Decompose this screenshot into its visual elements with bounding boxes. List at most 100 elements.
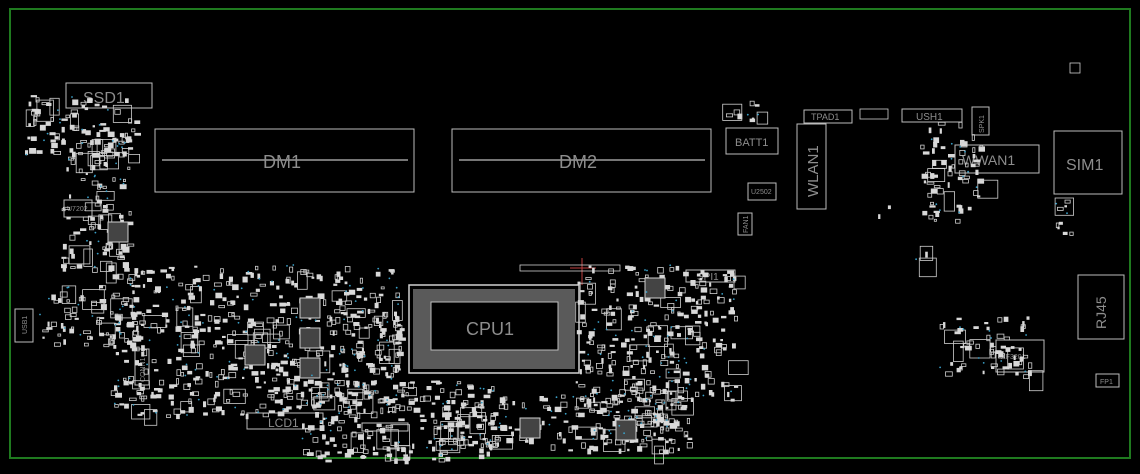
component	[341, 367, 349, 373]
rj45-connector[interactable]: RJ45	[1077, 274, 1125, 340]
component	[100, 123, 107, 126]
dimm-slot-2[interactable]: DM2	[451, 128, 712, 193]
component	[187, 305, 191, 311]
component	[732, 343, 736, 349]
component	[53, 150, 61, 155]
component	[333, 444, 337, 447]
touchpad-connector[interactable]: TPAD1	[803, 109, 853, 124]
component	[610, 287, 615, 293]
component	[320, 346, 325, 350]
component	[660, 426, 665, 431]
component	[69, 124, 75, 130]
component	[61, 285, 77, 304]
component	[339, 396, 343, 402]
component	[665, 406, 669, 409]
component	[645, 409, 650, 416]
component	[646, 328, 650, 332]
component	[933, 142, 938, 148]
component	[184, 325, 190, 328]
component	[91, 165, 96, 171]
component	[930, 201, 934, 206]
via	[124, 141, 126, 144]
via	[119, 178, 122, 181]
via	[498, 426, 500, 429]
component	[69, 148, 74, 153]
usb-connector[interactable]: USB1	[14, 308, 34, 343]
component	[367, 431, 374, 436]
component	[273, 387, 280, 392]
wlan-module[interactable]: WLAN1	[796, 123, 827, 210]
component	[111, 139, 118, 142]
component	[347, 449, 354, 455]
rj45-label: RJ45	[1093, 296, 1109, 329]
ush-connector[interactable]: USH1	[901, 108, 963, 123]
fan-connector[interactable]: FAN1	[737, 212, 753, 236]
cpu-package[interactable]: CPU1	[408, 284, 580, 374]
component	[648, 357, 652, 363]
fingerprint-connector[interactable]: FP1	[1095, 373, 1120, 388]
component	[108, 245, 112, 250]
component	[668, 438, 673, 442]
via	[685, 361, 688, 364]
component	[675, 325, 680, 329]
component	[151, 359, 157, 364]
component	[665, 427, 670, 432]
via	[247, 270, 250, 273]
component	[437, 381, 442, 385]
component	[53, 299, 59, 304]
via	[584, 395, 587, 397]
component	[282, 408, 289, 413]
component	[700, 295, 706, 300]
component	[1054, 197, 1074, 216]
component	[63, 339, 66, 345]
component	[669, 348, 672, 354]
component	[708, 390, 713, 396]
component	[66, 299, 70, 303]
component	[601, 401, 608, 404]
component	[207, 398, 215, 406]
component	[730, 398, 735, 402]
component	[131, 128, 136, 133]
speaker-connector[interactable]: SPK1	[971, 106, 990, 136]
component	[280, 308, 286, 314]
component	[154, 369, 159, 372]
dimm-2-label: DM2	[559, 152, 597, 172]
component	[626, 292, 633, 297]
component	[732, 289, 737, 295]
sim-slot[interactable]: SIM1	[1053, 130, 1123, 195]
component	[152, 304, 160, 307]
via	[386, 321, 389, 323]
component	[419, 396, 426, 402]
component	[359, 351, 365, 354]
dimm-slot-1[interactable]: DM1	[154, 128, 415, 193]
battery-connector[interactable]: BATT1	[725, 127, 779, 155]
component	[582, 322, 587, 327]
wwan-module[interactable]: WWAN1	[954, 144, 1040, 174]
via	[114, 324, 117, 326]
component	[213, 344, 217, 348]
component	[408, 400, 415, 405]
component	[71, 253, 75, 259]
component	[700, 287, 708, 293]
component	[322, 417, 326, 420]
component	[234, 315, 241, 320]
component	[360, 455, 367, 459]
component	[700, 270, 705, 275]
component	[933, 185, 941, 189]
component	[616, 298, 619, 302]
via	[445, 400, 448, 403]
component	[644, 298, 651, 302]
component	[940, 146, 946, 150]
component	[136, 274, 141, 278]
via	[117, 379, 120, 382]
component	[687, 327, 693, 330]
via	[105, 190, 108, 193]
component	[346, 380, 350, 385]
component	[749, 100, 755, 107]
via	[395, 286, 398, 289]
ssd-connector[interactable]: SSD1	[65, 82, 153, 109]
component	[100, 215, 104, 219]
component	[57, 333, 62, 337]
component	[318, 401, 325, 404]
component	[410, 381, 415, 384]
